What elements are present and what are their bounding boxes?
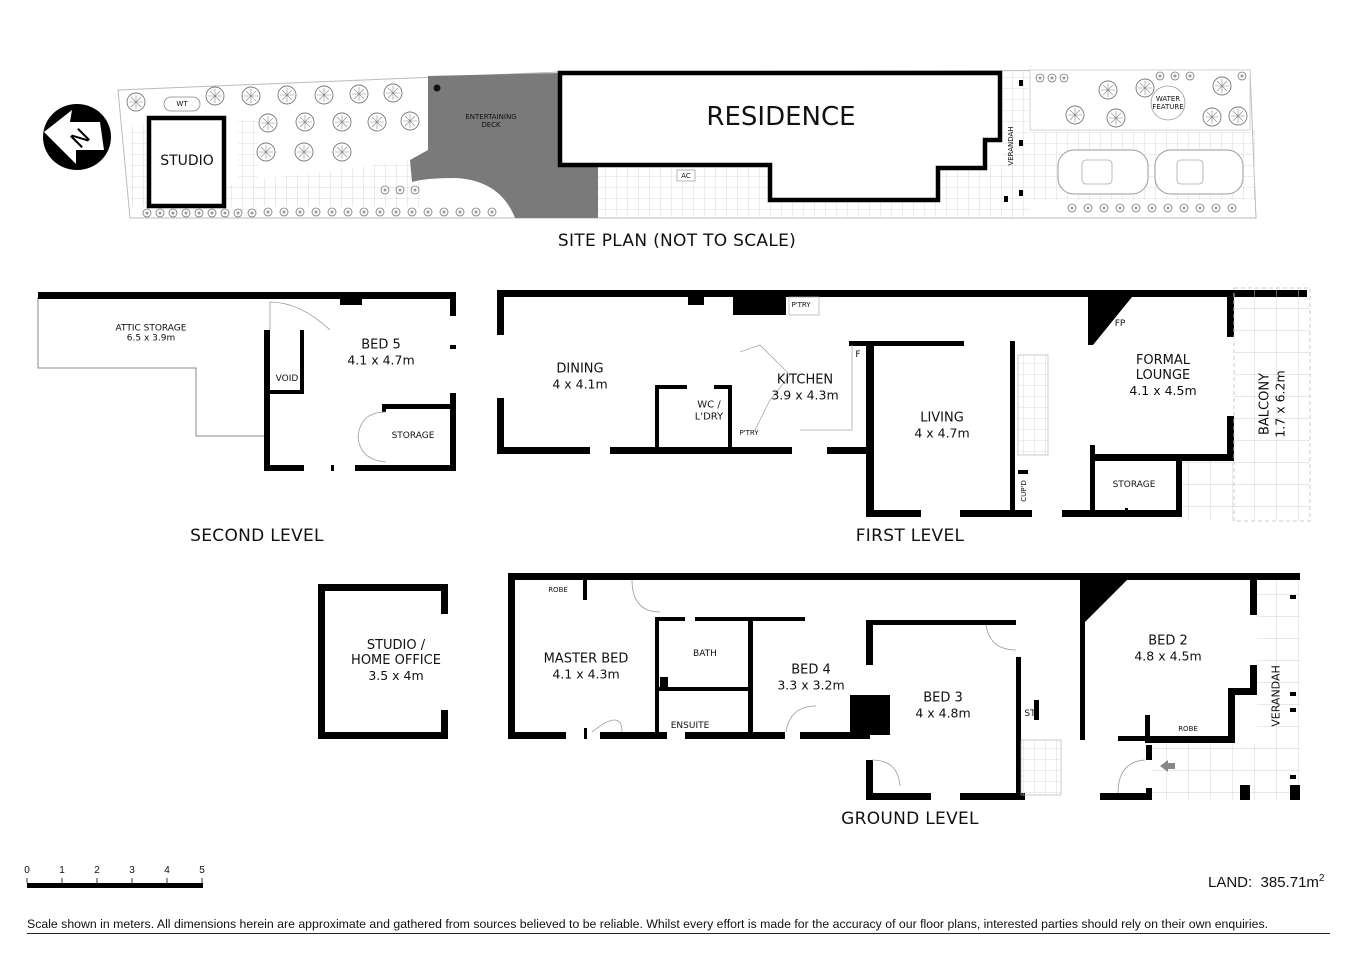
- room-kitchen: KITCHEN 3.9 x 4.3m: [771, 372, 839, 403]
- cupboard-label: CUP'D: [1019, 480, 1028, 502]
- room-pantry-small: P'TRY: [739, 428, 759, 437]
- site-verandah-label: VERANDAH: [1006, 126, 1015, 166]
- site-residence-label: RESIDENCE: [706, 102, 856, 133]
- room-dining: DINING 4 x 4.1m: [552, 361, 608, 392]
- room-storage-first: STORAGE: [1112, 479, 1156, 490]
- site-studio-label: STUDIO: [160, 152, 214, 169]
- fireplace-label: FP: [1114, 318, 1126, 329]
- site-wt-label: WT: [176, 99, 188, 108]
- robe-label-bed-2: ROBE: [1178, 724, 1198, 733]
- scale-tick-0: 0: [24, 865, 30, 876]
- disclaimer-text: Scale shown in meters. All dimensions he…: [27, 917, 1330, 934]
- storage-st-label: ST: [1024, 708, 1036, 719]
- room-bed-5: BED 5 4.1 x 4.7m: [347, 337, 415, 368]
- room-formal-lounge: FORMAL LOUNGE 4.1 x 4.5m: [1129, 352, 1197, 398]
- fridge-label: F: [855, 349, 861, 360]
- room-bed-3: BED 3 4 x 4.8m: [915, 690, 971, 721]
- site-plan-title: SITE PLAN (NOT TO SCALE): [557, 231, 797, 252]
- room-attic-storage: ATTIC STORAGE 6.5 x 3.9m: [115, 323, 187, 344]
- room-master-bed: MASTER BED 4.1 x 4.3m: [543, 651, 629, 682]
- room-studio-home-office: STUDIO / HOME OFFICE 3.5 x 4m: [351, 637, 441, 683]
- scale-tick-4: 4: [164, 865, 170, 876]
- ground-level-plan: [318, 573, 1300, 800]
- second-level-plan: [37, 292, 456, 471]
- room-bath: BATH: [693, 648, 717, 659]
- site-plan: [117, 69, 1257, 219]
- scale-tick-1: 1: [59, 865, 65, 876]
- room-wc-laundry: WC / L'DRY: [694, 399, 724, 423]
- room-living: LIVING 4 x 4.7m: [914, 410, 970, 441]
- north-arrow-icon: N: [43, 104, 111, 170]
- scale-tick-3: 3: [129, 865, 135, 876]
- site-ac-label: AC: [681, 171, 691, 180]
- scale-tick-2: 2: [94, 865, 100, 876]
- room-bed-2: BED 2 4.8 x 4.5m: [1134, 633, 1202, 664]
- room-bed-4: BED 4 3.3 x 3.2m: [777, 662, 845, 693]
- room-ensuite: ENSUITE: [670, 720, 710, 731]
- first-level-plan: [497, 287, 1311, 522]
- room-storage-second: STORAGE: [391, 430, 435, 441]
- room-balcony: BALCONY 1.7 x 6.2m: [1257, 370, 1288, 438]
- site-deck-label: ENTERTAINING DECK: [465, 112, 517, 129]
- room-void: VOID: [275, 373, 299, 384]
- land-area: LAND: 385.71m2: [1208, 873, 1325, 891]
- ground-level-title: GROUND LEVEL: [841, 809, 979, 830]
- robe-label-master: ROBE: [548, 585, 568, 594]
- site-water-feature-label: WATER FEATURE: [1152, 94, 1184, 111]
- scale-tick-5: 5: [199, 865, 205, 876]
- room-verandah: VERANDAH: [1269, 665, 1283, 727]
- scale-bar: [26, 878, 203, 888]
- first-level-title: FIRST LEVEL: [855, 526, 965, 547]
- second-level-title: SECOND LEVEL: [190, 526, 324, 547]
- room-pantry-top: P'TRY: [791, 300, 811, 309]
